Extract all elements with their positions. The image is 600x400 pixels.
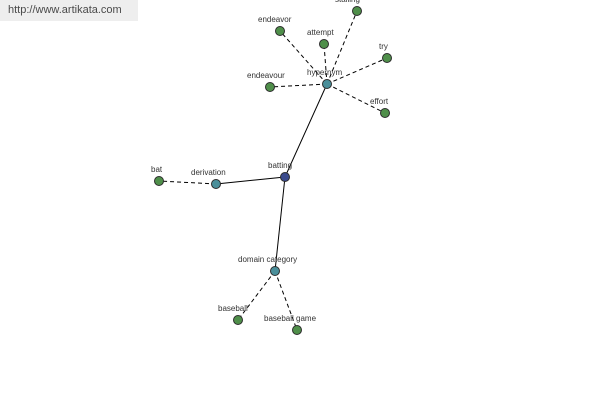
node-baseball[interactable] [233, 315, 243, 325]
label-try: try [379, 42, 388, 51]
label-baseball-game: baseball game [264, 314, 317, 323]
node-effort[interactable] [380, 108, 390, 118]
node-endeavour[interactable] [265, 82, 275, 92]
edge-batting-derivation [215, 176, 286, 185]
label-derivation: derivation [191, 168, 226, 177]
edge-domain-category-baseball [237, 270, 276, 321]
node-derivation[interactable] [211, 179, 221, 189]
source-url-bar: http://www.artikata.com [0, 0, 138, 21]
node-domain-category[interactable] [270, 266, 280, 276]
node-endeavor[interactable] [275, 26, 285, 36]
node-attempt[interactable] [319, 39, 329, 49]
label-batting: batting [268, 161, 292, 170]
edge-hypernym-stalling [326, 10, 358, 85]
label-endeavor: endeavor [258, 15, 292, 24]
label-domain-category: domain category [238, 255, 297, 264]
label-bat: bat [151, 165, 163, 174]
edge-batting-hypernym [284, 83, 328, 178]
label-baseball: baseball [218, 304, 248, 313]
node-baseball-game[interactable] [292, 325, 302, 335]
label-stalling: stalling [335, 0, 360, 4]
edge-derivation-bat [158, 180, 217, 185]
edge-hypernym-attempt [323, 43, 328, 85]
edge-batting-domain-category [274, 176, 286, 272]
edge-domain-category-baseball-game [274, 270, 298, 331]
label-attempt: attempt [307, 28, 334, 37]
edge-hypernym-try [326, 57, 388, 85]
edge-hypernym-endeavour [269, 83, 328, 88]
edge-hypernym-endeavor [279, 30, 328, 85]
node-hypernym[interactable] [322, 79, 332, 89]
node-batting[interactable] [280, 172, 290, 182]
source-url-link[interactable]: http://www.artikata.com [8, 4, 122, 16]
edge-hypernym-effort [326, 83, 386, 114]
node-try[interactable] [382, 53, 392, 63]
label-effort: effort [370, 97, 389, 106]
label-endeavour: endeavour [247, 71, 285, 80]
node-bat[interactable] [154, 176, 164, 186]
label-hypernym: hypernym [307, 68, 342, 77]
node-stalling[interactable] [352, 6, 362, 16]
